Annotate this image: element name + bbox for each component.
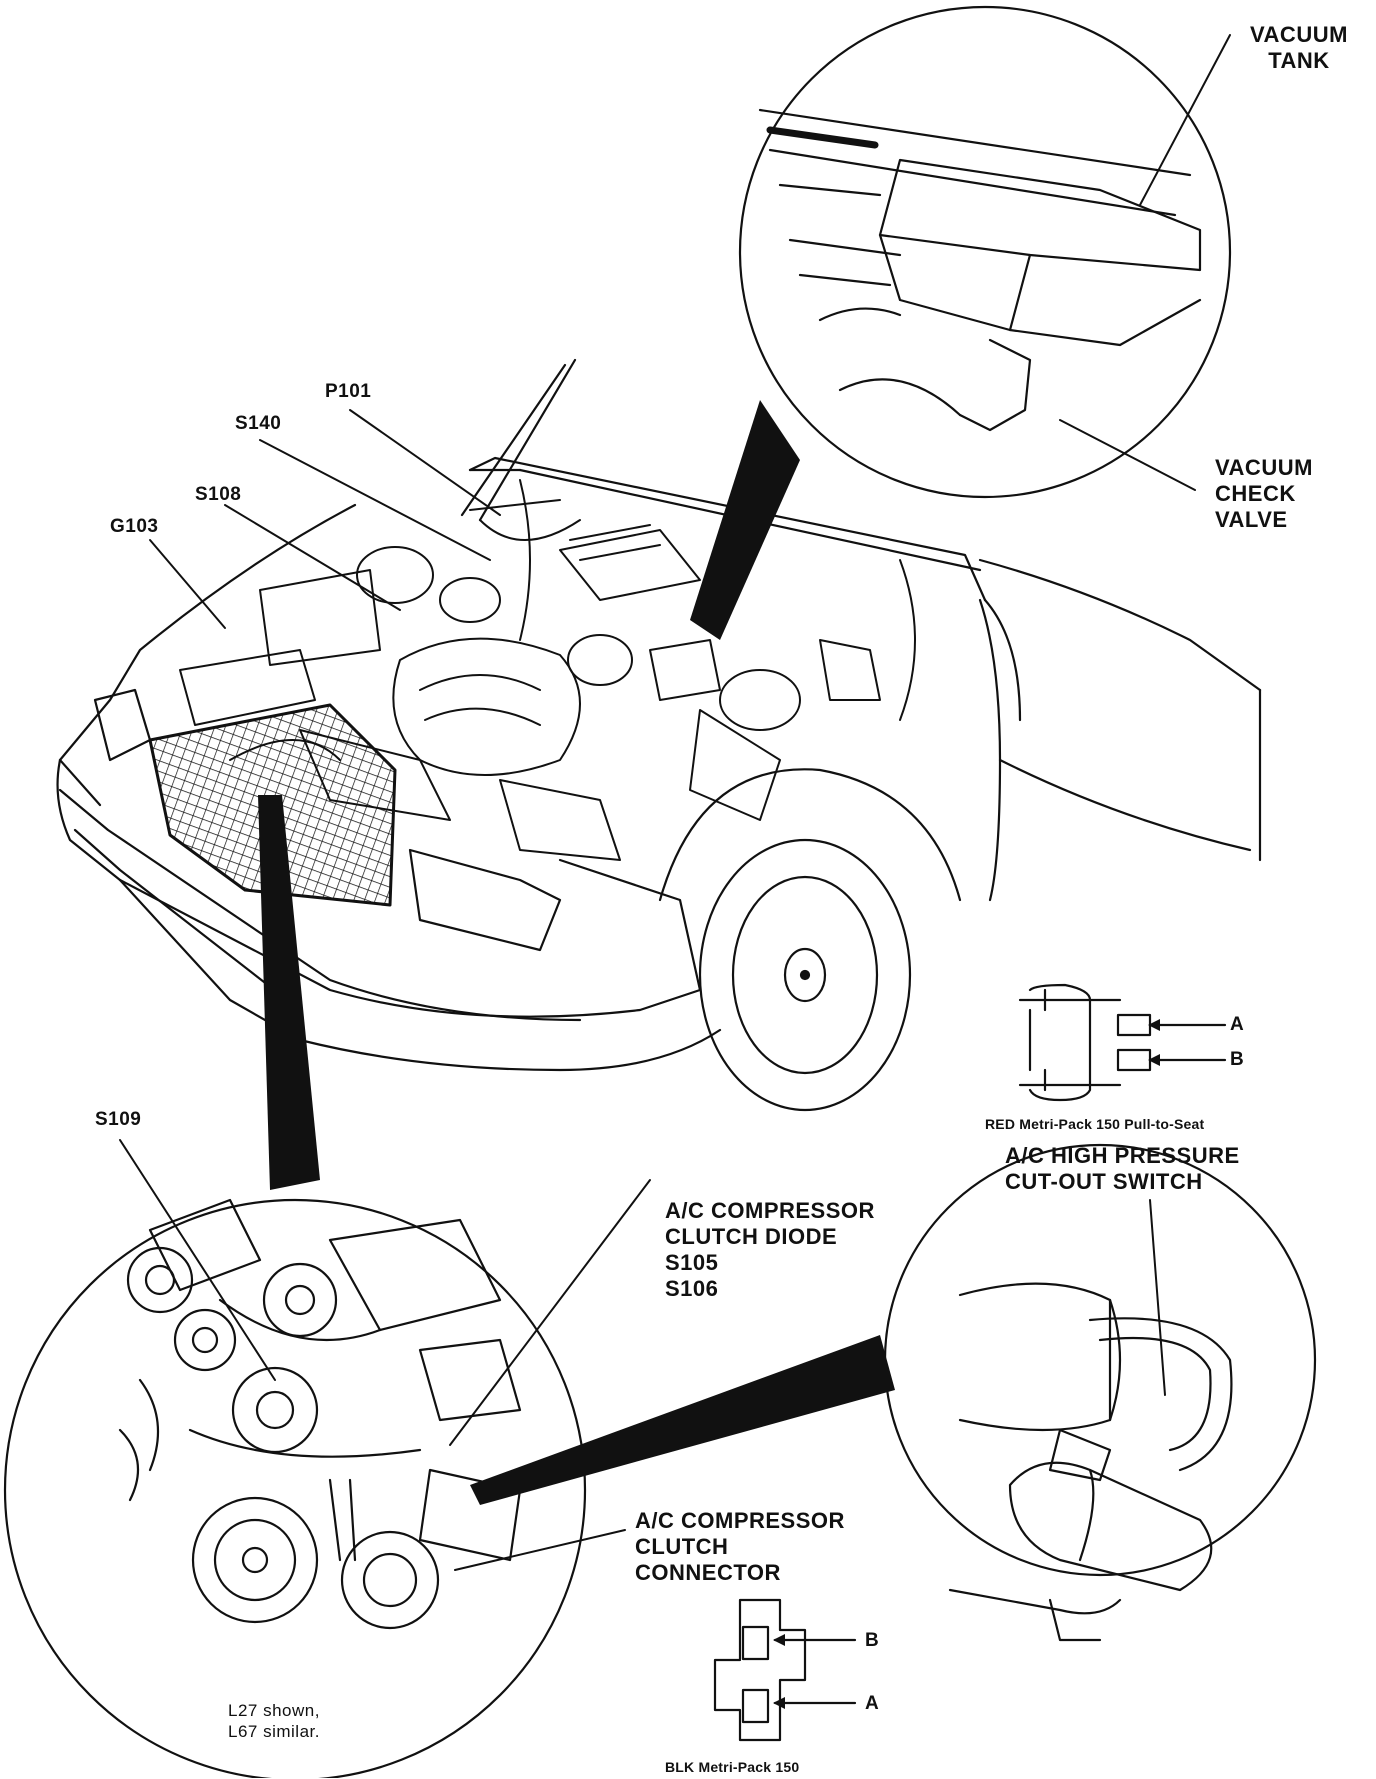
s109-label: S109 [95, 1109, 142, 1130]
red-connector-caption: RED Metri-Pack 150 Pull-to-Seat [985, 1116, 1205, 1132]
red-connector-pin-b: B [1230, 1049, 1245, 1070]
vacuum-callout-pointer [690, 400, 800, 640]
g103-label: G103 [110, 516, 159, 537]
red-connector-pin-a: A [1230, 1014, 1245, 1035]
ac-high-pressure-cutout-switch-label: A/C HIGH PRESSURE CUT-OUT SWITCH [1005, 1143, 1240, 1194]
vacuum-tank-label: VACUUM TANK [1250, 22, 1348, 73]
blk-connector-symbol [713, 1598, 857, 1742]
ac-compressor-clutch-diode-label: A/C COMPRESSOR CLUTCH DIODE S105 S106 [665, 1198, 875, 1301]
blk-connector-pin-b: B [865, 1630, 880, 1651]
blk-connector-pin-a: A [865, 1693, 880, 1714]
s140-label: S140 [235, 413, 282, 434]
switch-callout-pointer [470, 1335, 895, 1505]
blk-connector-caption: BLK Metri-Pack 150 [665, 1759, 800, 1775]
leader-lines [119, 34, 1231, 1571]
s108-label: S108 [195, 484, 242, 505]
engine-note-label: L27 shown, L67 similar. [228, 1701, 320, 1741]
engine-bay [179, 479, 916, 861]
vacuum-check-valve-label: VACUUM CHECK VALVE [1215, 455, 1313, 532]
red-connector-symbol [1018, 983, 1227, 1102]
ac-compressor-clutch-connector-label: A/C COMPRESSOR CLUTCH CONNECTOR [635, 1508, 845, 1585]
engine-callout-pointer [258, 795, 320, 1190]
p101-label: P101 [325, 381, 372, 402]
switch-callout [883, 1143, 1317, 1642]
car-body [56, 358, 1262, 1112]
vacuum-callout [738, 5, 1232, 499]
